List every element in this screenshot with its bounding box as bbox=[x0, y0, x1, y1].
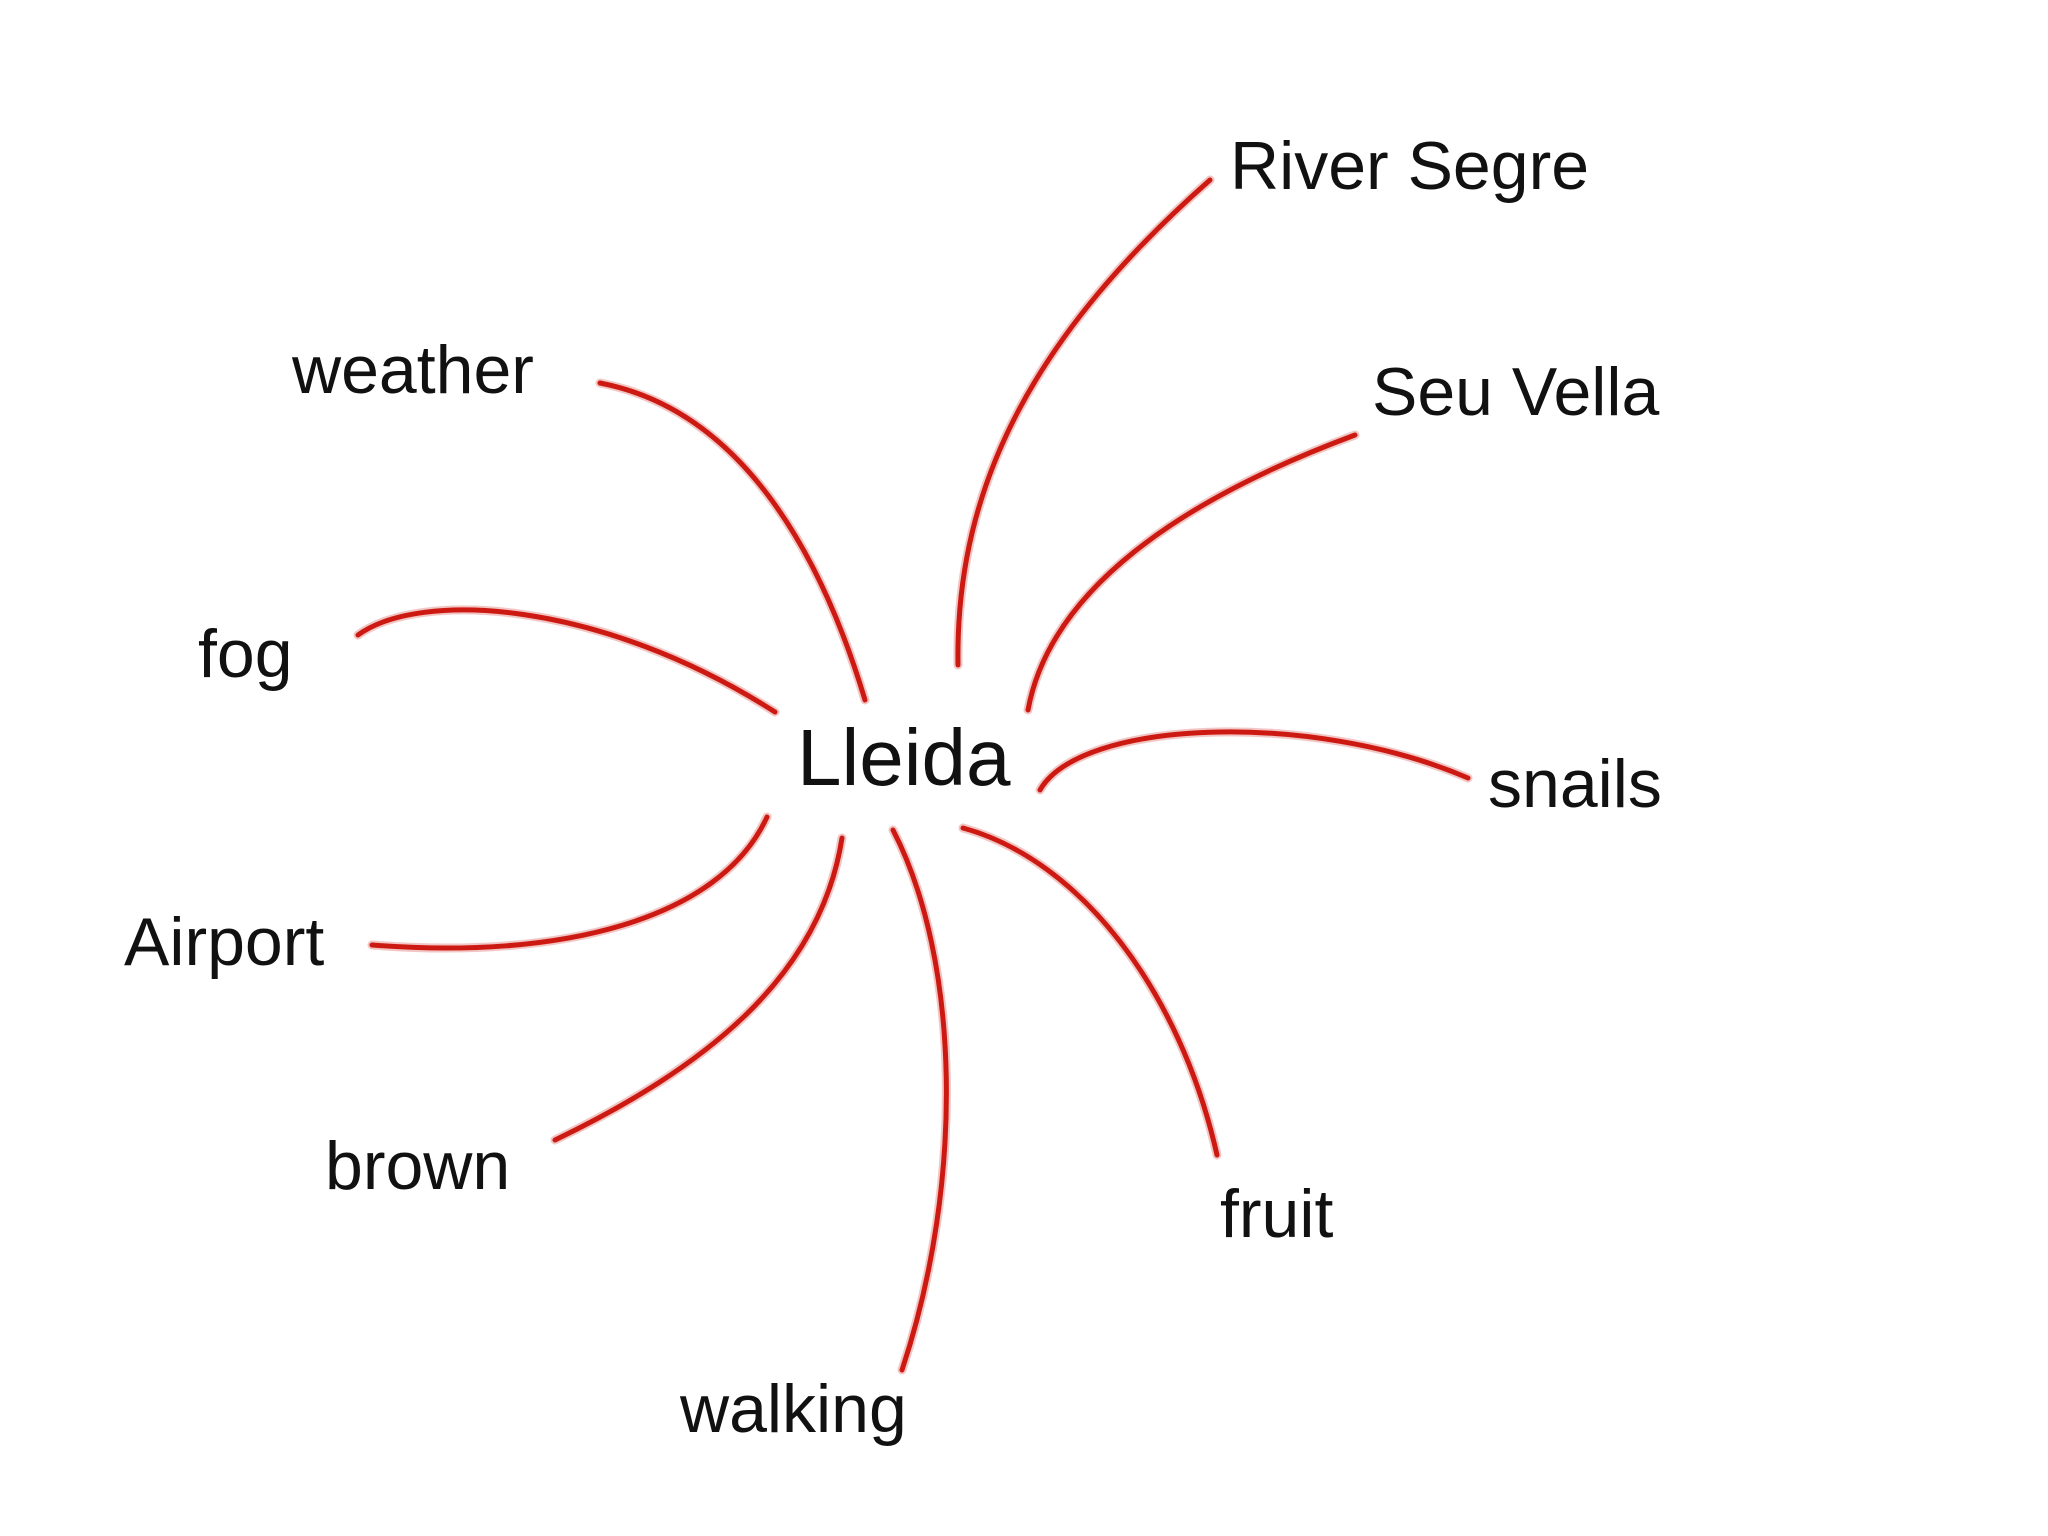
branch-stroke-snails bbox=[1037, 729, 1471, 793]
branch-stroke-fruit bbox=[960, 825, 1220, 1158]
center-label-lleida: Lleida bbox=[797, 713, 1011, 802]
branch-stroke-airport bbox=[369, 814, 770, 951]
label-fog: fog bbox=[198, 616, 293, 692]
branch-stroke-walking bbox=[890, 827, 949, 1373]
branch-stroke-airport-halo bbox=[367, 812, 772, 953]
label-seu-vella: Seu Vella bbox=[1372, 354, 1660, 430]
branch-stroke-river-segre bbox=[955, 177, 1213, 668]
label-river-segre: River Segre bbox=[1230, 128, 1590, 204]
branch-stroke-fog-halo bbox=[353, 605, 780, 717]
label-airport: Airport bbox=[124, 904, 325, 980]
branch-stroke-seu-vella bbox=[1025, 432, 1358, 713]
label-weather: weather bbox=[292, 332, 534, 408]
label-walking: walking bbox=[680, 1371, 907, 1447]
branch-stroke-brown-halo bbox=[550, 833, 847, 1145]
branch-stroke-walking-halo bbox=[888, 825, 951, 1375]
label-brown: brown bbox=[325, 1128, 511, 1204]
branch-stroke-fog bbox=[355, 607, 778, 715]
branch-stroke-weather-halo bbox=[595, 378, 870, 705]
branch-stroke-seu-vella-halo bbox=[1023, 430, 1360, 715]
label-fruit: fruit bbox=[1220, 1176, 1334, 1252]
branch-stroke-weather bbox=[597, 380, 868, 703]
branch-stroke-river-segre-halo bbox=[953, 175, 1215, 670]
branch-stroke-snails-halo bbox=[1035, 727, 1473, 795]
branch-strokes bbox=[353, 175, 1473, 1375]
branch-stroke-fruit-halo bbox=[958, 823, 1222, 1160]
branch-stroke-brown bbox=[552, 835, 845, 1143]
label-snails: snails bbox=[1488, 746, 1662, 822]
